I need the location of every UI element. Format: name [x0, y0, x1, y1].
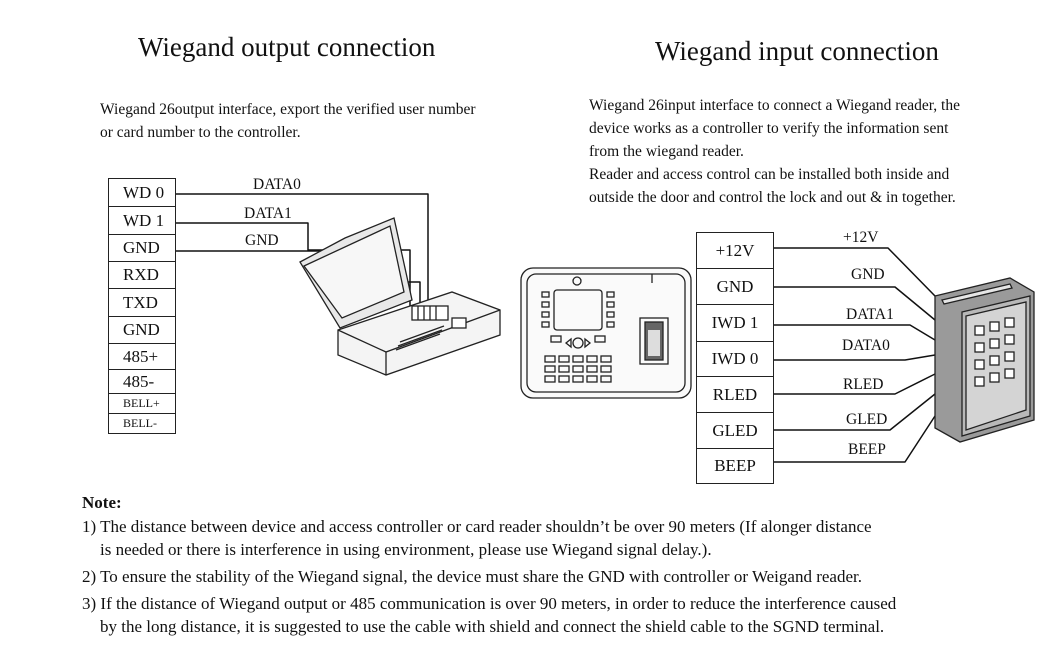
input-pin: BEEP	[696, 448, 774, 484]
note-line: 1) The distance between device and acces…	[82, 517, 872, 536]
output-pin: 485+	[108, 343, 176, 370]
input-description: Wiegand 26input interface to connect a W…	[589, 94, 1049, 209]
input-wire-rled	[774, 373, 936, 395]
output-pin: BELL+	[108, 393, 176, 414]
input-wire-12v	[774, 247, 936, 297]
output-wire-label: DATA0	[253, 176, 301, 193]
card-reader	[934, 277, 1035, 443]
input-wire-label: DATA1	[846, 306, 894, 323]
notes-list: 1) The distance between device and acces…	[82, 515, 1052, 638]
controller-box	[299, 217, 501, 376]
input-description-line: outside the door and control the lock an…	[589, 189, 956, 206]
input-pin: +12V	[696, 232, 774, 269]
input-pin: IWD 0	[696, 341, 774, 377]
output-pin: TXD	[108, 288, 176, 317]
input-wire-gled	[774, 393, 936, 431]
input-pin: RLED	[696, 376, 774, 413]
output-pin: RXD	[108, 261, 176, 289]
input-pin: GLED	[696, 412, 774, 449]
input-wire-label: GND	[851, 266, 885, 283]
output-wire-label: DATA1	[244, 205, 292, 222]
input-wire-label: +12V	[843, 229, 879, 246]
attendance-device	[520, 267, 692, 399]
output-pin-table: WD 0 WD 1 GND RXD TXD GND 485+ 485- BELL…	[108, 178, 176, 434]
input-description-line: Wiegand 26input interface to connect a W…	[589, 97, 960, 114]
output-wire-label: GND	[245, 232, 279, 249]
input-pin: IWD 1	[696, 304, 774, 342]
input-wire-data1	[774, 324, 936, 341]
note-line: 2) To ensure the stability of the Wiegan…	[82, 567, 862, 586]
input-title: Wiegand input connection	[655, 36, 939, 66]
input-wire-label: BEEP	[848, 441, 886, 458]
output-title: Wiegand output connection	[138, 32, 436, 62]
input-description-line: Reader and access control can be install…	[589, 166, 950, 183]
output-pin: GND	[108, 316, 176, 344]
note-line: 3) If the distance of Wiegand output or …	[82, 594, 897, 613]
input-pin-table: +12V GND IWD 1 IWD 0 RLED GLED BEEP	[696, 232, 774, 484]
input-description-line: device works as a controller to verify t…	[589, 120, 949, 137]
notes-heading: Note:	[82, 493, 122, 512]
output-wire-data1	[176, 222, 411, 312]
output-wire-data0	[176, 193, 429, 315]
input-pin: GND	[696, 268, 774, 305]
note-line: by the long distance, it is suggested to…	[100, 617, 885, 636]
output-description: Wiegand 26output interface, export the v…	[100, 101, 476, 141]
output-pin: BELL-	[108, 413, 176, 434]
input-wire-gnd	[774, 286, 936, 321]
input-description-line: from the wiegand reader.	[589, 143, 744, 160]
note-line: is needed or there is interference in us…	[100, 540, 712, 559]
input-wire-label: DATA0	[842, 337, 890, 354]
output-pin: WD 0	[108, 178, 176, 207]
input-wire-data0	[774, 354, 936, 361]
input-wire-label: RLED	[843, 376, 884, 393]
input-wire-beep	[774, 415, 936, 463]
input-wire-label: GLED	[846, 411, 888, 428]
